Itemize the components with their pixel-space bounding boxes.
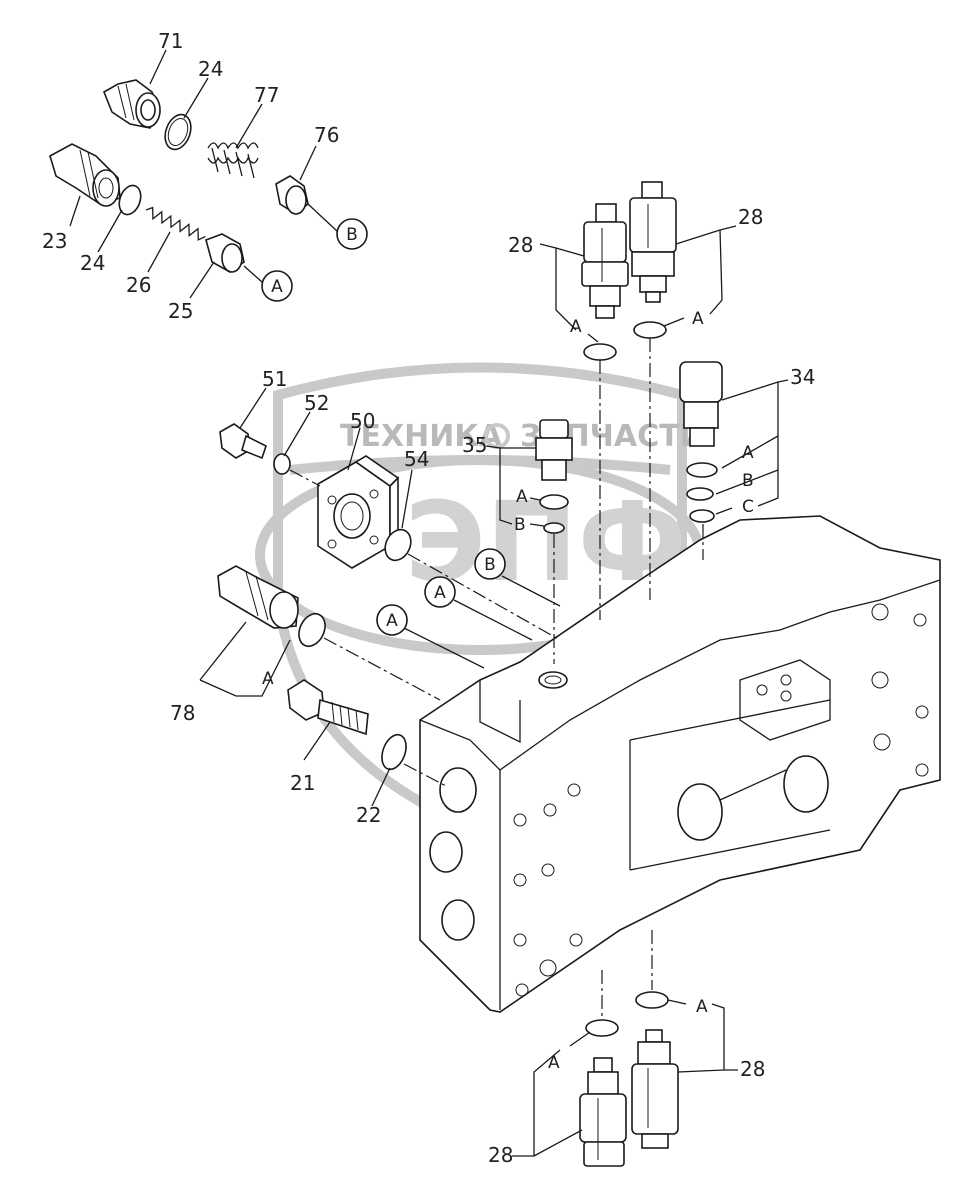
part-26-spring <box>145 206 206 241</box>
part-23-plug <box>49 143 121 207</box>
ref-circle-B-top: B <box>336 218 368 250</box>
ref-letter-28b: A <box>692 309 704 329</box>
label-77: 77 <box>254 83 279 107</box>
top-left-leaders <box>69 49 339 299</box>
ref-letter-34b: B <box>742 471 754 491</box>
part-24-oring <box>118 184 142 216</box>
ref-letter-34c: C <box>742 497 754 517</box>
ref-circle-B-mid: B <box>474 548 506 580</box>
part-52-oring <box>273 453 291 475</box>
label-28-top-left: 28 <box>508 233 533 257</box>
ref-letter-78: A <box>262 669 274 689</box>
oring-34-b <box>686 487 714 501</box>
label-71: 71 <box>158 29 183 53</box>
svg-text:A: A <box>271 277 283 297</box>
part-50-flange <box>317 455 400 569</box>
reference-leaders <box>199 225 789 1157</box>
watermark-left-text: ТЕХНИКА <box>340 419 503 454</box>
ref-circle-A-top: A <box>261 270 293 302</box>
label-54: 54 <box>404 447 429 471</box>
part-28-valve-bottom-right <box>631 1029 679 1149</box>
oring-28-top-right <box>633 321 667 339</box>
label-23: 23 <box>42 229 67 253</box>
ref-circle-A-mid: A <box>424 576 456 608</box>
oring-28-top-left <box>583 343 617 361</box>
part-78-valve <box>217 565 299 629</box>
svg-text:A: A <box>386 611 398 631</box>
label-25: 25 <box>168 299 193 323</box>
oring-28-bottom-left <box>585 1019 619 1037</box>
valve-body <box>419 515 941 1013</box>
oring-34-a <box>686 462 718 478</box>
ref-letter-28d: A <box>548 1053 560 1073</box>
label-26: 26 <box>126 273 151 297</box>
ref-circle-A-lower: A <box>376 604 408 636</box>
label-24-top: 24 <box>198 57 223 81</box>
ref-letter-28c: A <box>696 997 708 1017</box>
part-21-bolt <box>287 679 369 736</box>
label-50: 50 <box>350 409 375 433</box>
part-77-spring <box>207 142 259 179</box>
svg-text:B: B <box>484 555 496 575</box>
part-51-bolt <box>219 423 267 460</box>
label-35: 35 <box>462 433 487 457</box>
ref-letter-35b: B <box>514 515 526 535</box>
ref-letter-35a: A <box>516 487 528 507</box>
part-25-poppet <box>205 233 245 273</box>
oring-35-b <box>543 522 565 534</box>
oring-78 <box>298 612 326 648</box>
part-24-oring-top <box>164 113 192 151</box>
part-22-oring <box>381 733 407 771</box>
label-28-bottom-left: 28 <box>488 1143 513 1167</box>
part-76-poppet <box>275 175 309 215</box>
label-22: 22 <box>356 803 381 827</box>
label-52: 52 <box>304 391 329 415</box>
part-34-plug <box>679 361 723 447</box>
oring-35-a <box>539 494 569 510</box>
svg-text:B: B <box>346 225 358 245</box>
oring-28-bottom-right <box>635 991 669 1009</box>
part-28-valve-top-left <box>581 203 629 319</box>
label-28-top-right: 28 <box>738 205 763 229</box>
label-28-bottom-right: 28 <box>740 1057 765 1081</box>
svg-text:A: A <box>434 583 446 603</box>
assembly-centerlines <box>289 338 704 1018</box>
part-71-plug <box>102 79 161 129</box>
label-24: 24 <box>80 251 105 275</box>
oring-34-c <box>689 509 715 523</box>
label-78: 78 <box>170 701 195 725</box>
label-21: 21 <box>290 771 315 795</box>
part-28-valve-top-right <box>629 181 677 303</box>
ref-letter-28a: A <box>570 317 582 337</box>
label-51: 51 <box>262 367 287 391</box>
part-54-oring <box>384 528 412 562</box>
part-35-plug <box>535 419 573 481</box>
label-76: 76 <box>314 123 339 147</box>
part-28-valve-bottom-left <box>579 1057 627 1167</box>
ref-letter-34a: A <box>742 443 754 463</box>
label-34: 34 <box>790 365 815 389</box>
